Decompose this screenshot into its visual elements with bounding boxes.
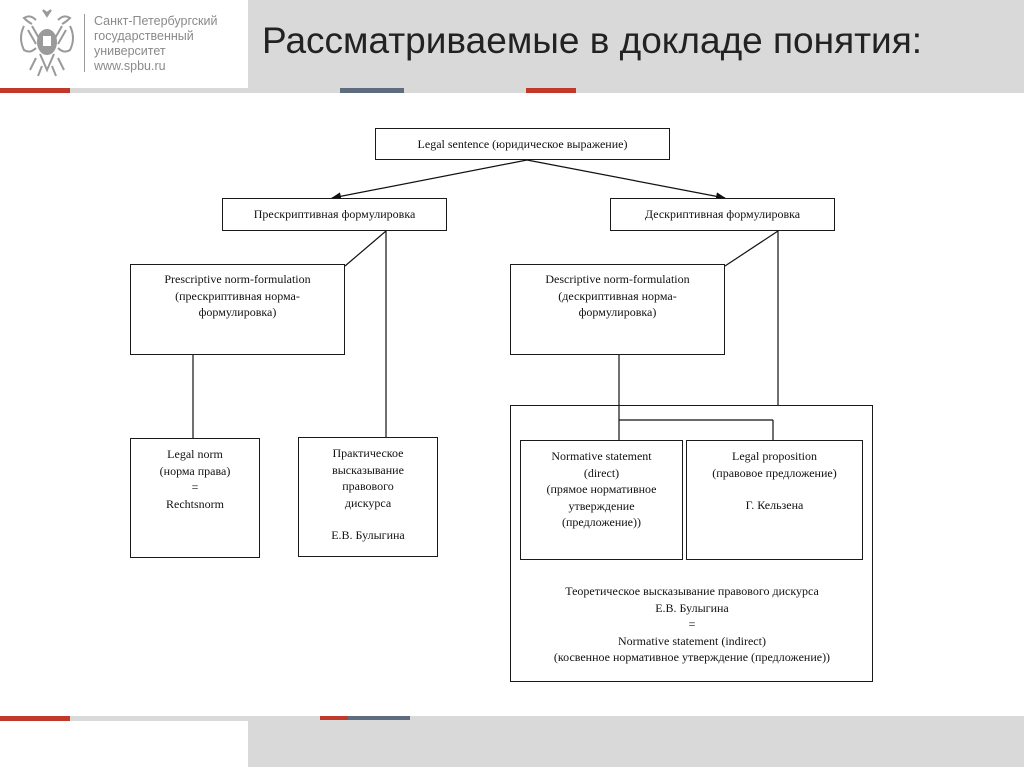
box-line: утверждение	[568, 498, 635, 513]
arrow-to-descriptive	[526, 159, 726, 201]
frame-line: =	[688, 617, 696, 631]
theoretical-statement-text: Теоретическое высказывание правового дис…	[512, 583, 872, 666]
accent-stripe	[404, 88, 526, 93]
frame-line: Normative statement (indirect)	[618, 633, 766, 648]
descriptive-norm-formulation-box: Descriptive norm-formulation (дескриптив…	[510, 264, 725, 355]
accent-stripe	[320, 716, 348, 721]
box-line: (direct)	[583, 465, 620, 480]
frame-line: Теоретическое высказывание правового дис…	[565, 584, 819, 598]
box-line: Prescriptive norm-formulation	[164, 272, 311, 286]
box-line: правового	[342, 479, 394, 493]
box-line: =	[191, 480, 199, 494]
box-line: Descriptive norm-formulation	[545, 272, 690, 286]
accent-stripe	[340, 88, 404, 93]
box-line: Legal norm	[167, 447, 223, 461]
accent-stripe	[410, 716, 1024, 721]
box-line: (прескриптивная норма-	[175, 288, 300, 303]
accent-stripe	[576, 88, 1024, 93]
box-author: Е.В. Булыгина	[331, 528, 405, 542]
arrow-to-prescriptive	[331, 159, 528, 201]
logo-line: университет	[94, 44, 166, 58]
box-line: Legal sentence (юридическое выражение)	[417, 137, 628, 151]
logo-line: государственный	[94, 29, 194, 43]
accent-stripe	[70, 88, 340, 93]
box-line: (правовое предложение)	[712, 465, 837, 480]
box-spacer	[299, 511, 437, 527]
box-line: дискурса	[344, 495, 392, 510]
accent-stripe	[526, 88, 576, 93]
box-line: формулировка)	[198, 305, 277, 319]
accent-stripe	[0, 88, 70, 93]
practical-statement-box: Практическое высказывание правового диск…	[298, 437, 438, 557]
university-name: Санкт-Петербургский государственный унив…	[94, 14, 244, 74]
header-band	[248, 0, 1024, 88]
connector-descriptive-to-norm	[724, 230, 779, 267]
theoretical-statement-frame	[510, 405, 873, 682]
logo-divider	[84, 14, 85, 72]
box-author: Г. Кельзена	[745, 498, 804, 512]
descriptive-formulation-box: Дескриптивная формулировка	[610, 198, 835, 231]
box-line: Практическое	[332, 446, 404, 460]
frame-line: Е.В. Булыгина	[655, 600, 729, 615]
double-eagle-emblem-icon	[20, 9, 74, 77]
university-logo: Санкт-Петербургский государственный унив…	[0, 0, 248, 88]
box-line: (норма права)	[159, 463, 231, 478]
accent-stripe	[0, 716, 70, 721]
footer-band	[248, 720, 1024, 767]
box-line: Прескриптивная формулировка	[253, 207, 416, 221]
box-line: (прямое нормативное	[546, 482, 657, 496]
university-url[interactable]: www.spbu.ru	[94, 59, 166, 73]
box-line: (предложение))	[561, 515, 641, 529]
box-line: Rechtsnorm	[166, 496, 224, 511]
box-line: формулировка)	[578, 305, 657, 319]
accent-stripe	[70, 716, 320, 721]
box-spacer	[687, 481, 862, 497]
box-line: Normative statement	[551, 449, 652, 463]
page-title: Рассматриваемые в докладе понятия:	[262, 20, 923, 61]
prescriptive-formulation-box: Прескриптивная формулировка	[222, 198, 447, 231]
box-line: Дескриптивная формулировка	[644, 207, 801, 221]
legal-proposition-box: Legal proposition (правовое предложение)…	[686, 440, 863, 560]
logo-line: Санкт-Петербургский	[94, 14, 218, 28]
box-line: Legal proposition	[732, 449, 817, 463]
prescriptive-norm-formulation-box: Prescriptive norm-formulation (прескрипт…	[130, 264, 345, 355]
normative-statement-box: Normative statement (direct) (прямое нор…	[520, 440, 683, 560]
box-line: (дескриптивная норма-	[558, 288, 677, 303]
box-line: высказывание	[332, 462, 404, 477]
frame-line: (косвенное нормативное утверждение (пред…	[553, 650, 831, 664]
connector-prescriptive-to-norm	[344, 230, 387, 267]
legal-sentence-box: Legal sentence (юридическое выражение)	[375, 128, 670, 160]
legal-norm-box: Legal norm (норма права) = Rechtsnorm	[130, 438, 260, 558]
accent-stripe	[348, 716, 410, 721]
